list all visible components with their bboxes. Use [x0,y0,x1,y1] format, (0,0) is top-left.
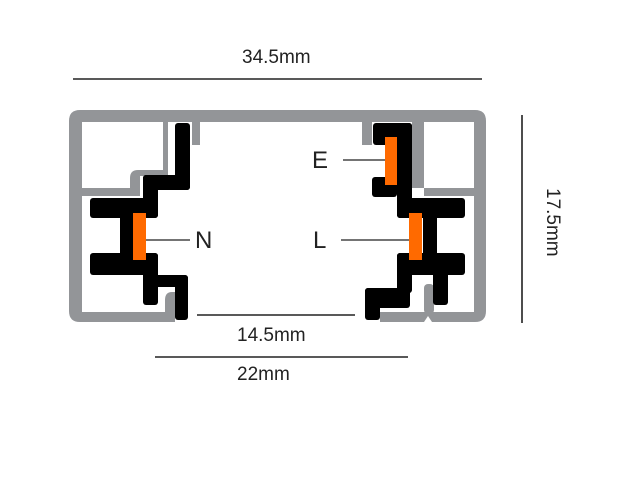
overall-width-label: 34.5mm [242,47,311,68]
conductor-earth [385,137,397,185]
leader-lines [146,159,409,241]
conductor-live [409,213,422,260]
insulator-left [90,123,190,320]
conductor-neutral [133,213,146,260]
aluminium-housing [69,110,486,322]
height-label: 17.5mm [542,188,563,257]
neutral-label: N [195,227,213,254]
opening-width-label: 14.5mm [237,325,306,346]
dimension-lines [73,78,523,358]
inner-width-label: 22mm [237,364,290,385]
live-label: L [313,227,327,254]
earth-label: E [312,147,329,174]
